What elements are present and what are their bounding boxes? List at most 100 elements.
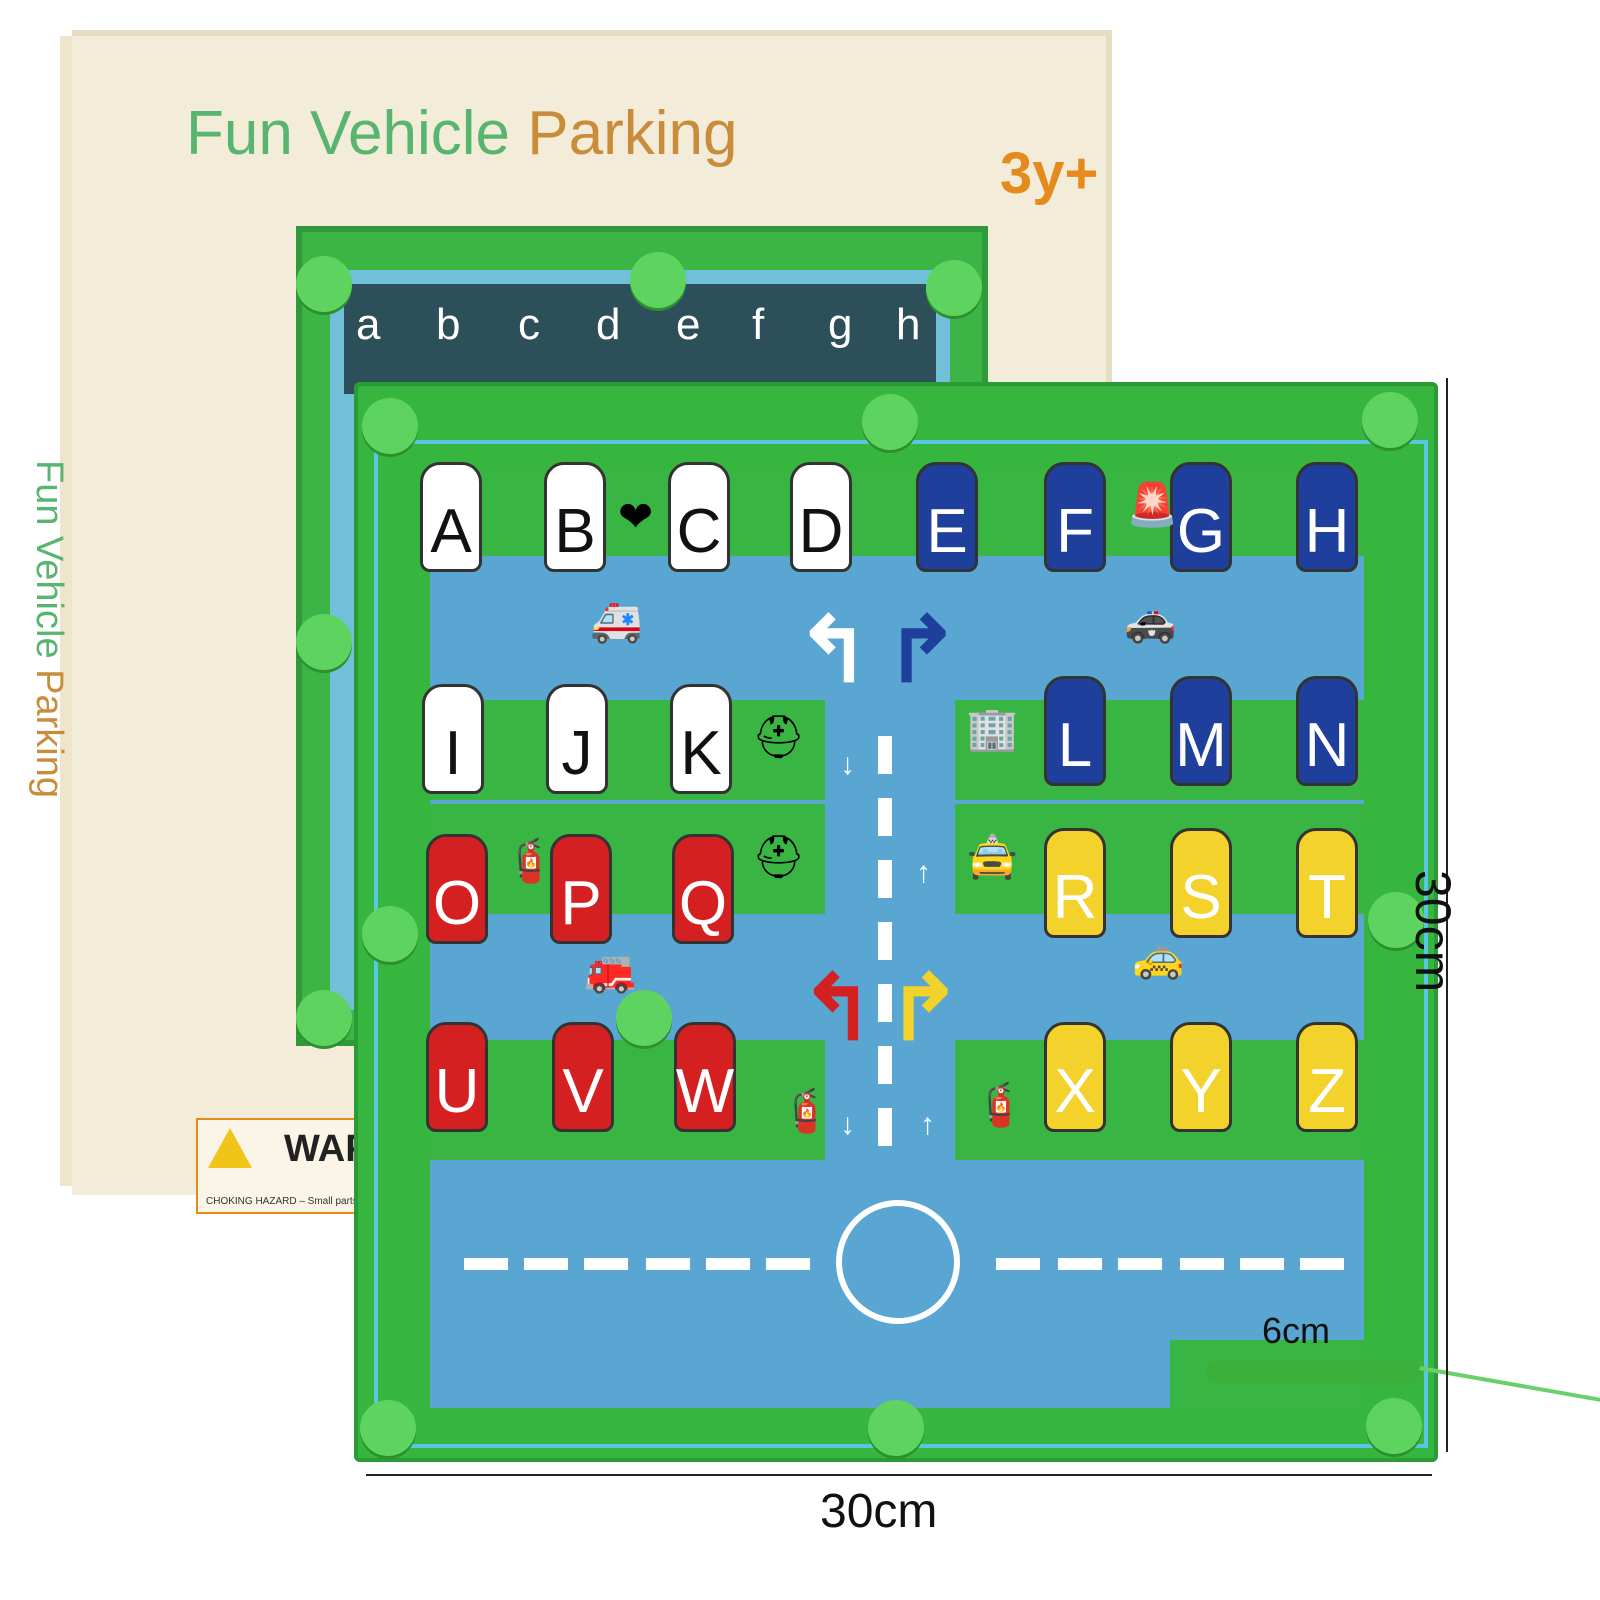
- board-knob: [360, 1400, 416, 1456]
- letter-car-e[interactable]: E: [916, 462, 978, 572]
- letter-car-z[interactable]: Z: [1296, 1022, 1358, 1132]
- lane-dash: [878, 860, 892, 898]
- roundabout-icon: [836, 1200, 960, 1324]
- fire-truck-icon: 🚒: [584, 947, 637, 994]
- letter-car-u[interactable]: U: [426, 1022, 488, 1132]
- lane-dash: [878, 736, 892, 774]
- first-aid-kit-icon: ⛑: [752, 713, 806, 760]
- letter-car-c[interactable]: C: [668, 462, 730, 572]
- left-turn-arrow-icon: ↰: [796, 601, 872, 701]
- lane-dash: [646, 1258, 690, 1270]
- board-knob: [926, 260, 982, 316]
- grass-block: [955, 700, 1364, 800]
- width-measure-line: [366, 1474, 1432, 1476]
- letter-car-v[interactable]: V: [552, 1022, 614, 1132]
- board-knob: [296, 614, 352, 670]
- fire-extinguisher-icon: 🧯: [504, 837, 557, 884]
- board-knob: [862, 394, 918, 450]
- grass-block: [430, 1040, 825, 1160]
- fire-hydrant-icon: 🧯: [780, 1087, 833, 1134]
- width-dimension-label: 30cm: [820, 1485, 938, 1538]
- magnetic-pen-handle[interactable]: [1206, 1360, 1422, 1384]
- letter-car-f[interactable]: F: [1044, 462, 1106, 572]
- box-board-letter: a: [356, 300, 381, 349]
- lane-dash: [584, 1258, 628, 1270]
- board-knob: [362, 398, 418, 454]
- box-title-part1: Fun Vehicle: [186, 99, 510, 168]
- height-dimension-label: 30cm: [1405, 870, 1461, 993]
- lane-dash: [878, 984, 892, 1022]
- letter-car-t[interactable]: T: [1296, 828, 1358, 938]
- left-turn-arrow-icon: ↰: [800, 959, 876, 1059]
- letter-car-h[interactable]: H: [1296, 462, 1358, 572]
- letter-car-w[interactable]: W: [674, 1022, 736, 1132]
- lane-dash: [996, 1258, 1040, 1270]
- board-knob: [630, 252, 686, 308]
- ambulance-icon: 🚑: [590, 597, 643, 644]
- up-arrow-icon: ↑: [916, 856, 931, 889]
- right-turn-arrow-icon: ↱: [884, 601, 960, 701]
- letter-car-b[interactable]: B: [544, 462, 606, 572]
- lane-dash: [1240, 1258, 1284, 1270]
- board-knob: [1362, 392, 1418, 448]
- box-board-letter: d: [596, 300, 621, 349]
- box-board-letter: h: [896, 300, 921, 349]
- taxi-icon: 🚕: [1132, 933, 1185, 980]
- lane-dash: [878, 1046, 892, 1084]
- lane-dash: [706, 1258, 750, 1270]
- grass-block: [955, 1040, 1364, 1160]
- warning-icon: [208, 1128, 252, 1168]
- box-spine-title: Fun Vehicle Parking: [27, 460, 70, 798]
- letter-car-o[interactable]: O: [426, 834, 488, 944]
- heart-cross-icon: ❤: [618, 493, 654, 540]
- letter-car-n[interactable]: N: [1296, 676, 1358, 786]
- letter-car-d[interactable]: D: [790, 462, 852, 572]
- lane-dash: [1180, 1258, 1224, 1270]
- handle-dimension-label: 6cm: [1262, 1310, 1331, 1351]
- police-car-icon: 🚓: [1124, 597, 1177, 644]
- age-label: 3y+: [1000, 141, 1099, 206]
- letter-car-m[interactable]: M: [1170, 676, 1232, 786]
- box-board-letter: e: [676, 300, 701, 349]
- letter-car-k[interactable]: K: [670, 684, 732, 794]
- fire-hydrant-icon: 🧯: [974, 1081, 1027, 1128]
- spine-title-part2: Parking: [28, 669, 70, 798]
- box-board-letter: g: [828, 300, 853, 349]
- taxi-sign-icon: 🚖: [966, 833, 1019, 880]
- right-turn-arrow-icon: ↱: [886, 959, 962, 1059]
- lane-dash: [878, 798, 892, 836]
- box-board-letter: b: [436, 300, 461, 349]
- board-knob: [1368, 892, 1424, 948]
- letter-car-q[interactable]: Q: [672, 834, 734, 944]
- box-board-letter: f: [752, 300, 765, 349]
- letter-car-a[interactable]: A: [420, 462, 482, 572]
- spine-title-part1: Fun Vehicle: [28, 460, 70, 659]
- grass-block: [430, 804, 825, 914]
- box-title-part2: Parking: [527, 99, 738, 168]
- letter-car-p[interactable]: P: [550, 834, 612, 944]
- lane-dash: [464, 1258, 508, 1270]
- down-arrow-icon: ↓: [840, 748, 855, 781]
- grass-block: [955, 804, 1364, 914]
- letter-car-j[interactable]: J: [546, 684, 608, 794]
- lane-dash: [878, 1108, 892, 1146]
- box-board-letter-strip: [344, 284, 936, 394]
- letter-car-i[interactable]: I: [422, 684, 484, 794]
- board-knob: [362, 906, 418, 962]
- box-board-letter: c: [518, 300, 540, 349]
- lane-dash: [878, 922, 892, 960]
- letter-car-g[interactable]: G: [1170, 462, 1232, 572]
- letter-car-x[interactable]: X: [1044, 1022, 1106, 1132]
- letter-car-l[interactable]: L: [1044, 676, 1106, 786]
- letter-car-r[interactable]: R: [1044, 828, 1106, 938]
- lane-dash: [766, 1258, 810, 1270]
- letter-car-y[interactable]: Y: [1170, 1022, 1232, 1132]
- letter-car-s[interactable]: S: [1170, 828, 1232, 938]
- down-arrow-icon: ↓: [840, 1108, 855, 1141]
- siren-icon: 🚨: [1126, 481, 1179, 528]
- board-knob: [296, 256, 352, 312]
- box-title: Fun Vehicle Parking: [186, 98, 737, 169]
- lane-dash: [1118, 1258, 1162, 1270]
- board-knob: [1366, 1398, 1422, 1454]
- height-measure-line: [1446, 378, 1448, 1452]
